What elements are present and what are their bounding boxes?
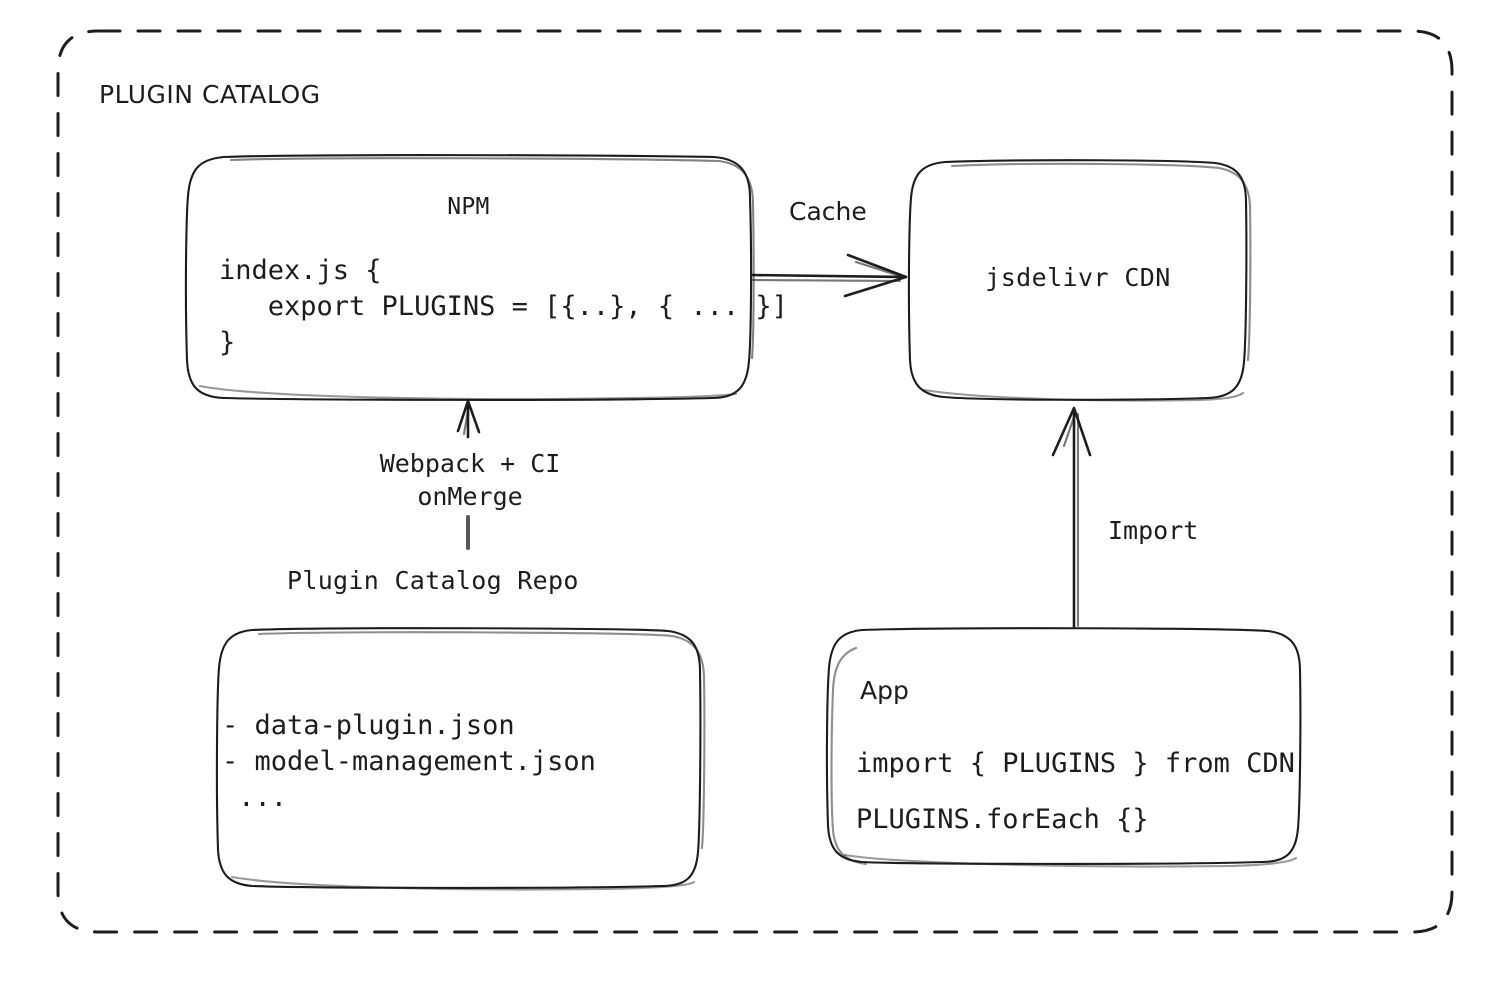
cdn-node-title: jsdelivr CDN <box>985 263 1171 292</box>
app-node-title: App <box>860 676 909 705</box>
import-arrow <box>1051 406 1092 629</box>
build-edge-label: Webpack + CI onMerge <box>379 449 561 512</box>
cache-edge-label: Cache <box>789 197 867 226</box>
repo-node-file-list: - data-plugin.json - model-management.js… <box>222 710 596 813</box>
repo-node-caption: Plugin Catalog Repo <box>287 566 579 595</box>
app-node-code: import { PLUGINS } from CDN PLUGINS.forE… <box>856 748 1295 835</box>
npm-node-code: index.js { export PLUGINS = [{..}, { ...… <box>219 255 788 358</box>
import-edge-label: Import <box>1108 516 1199 545</box>
npm-node-title: NPM <box>447 194 490 220</box>
frame-title: PLUGIN CATALOG <box>99 80 321 109</box>
